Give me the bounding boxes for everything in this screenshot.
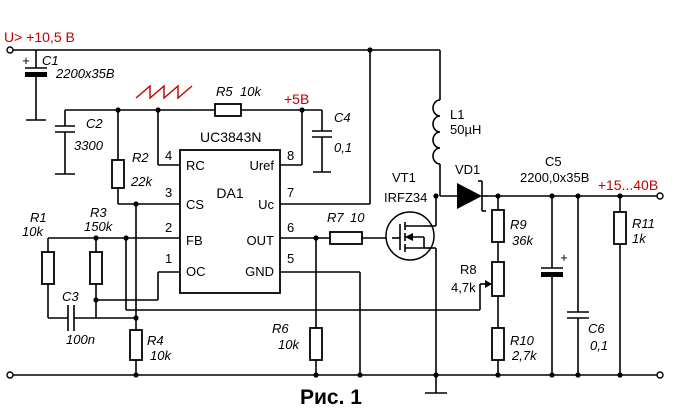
c1-value-label: 2200x35B	[55, 66, 115, 81]
c5-value-label: 2200,0x35B	[520, 170, 589, 185]
r1-value-label: 10k	[22, 224, 44, 239]
r4-value-label: 10k	[150, 348, 172, 363]
r2-ref-label: R2	[132, 150, 149, 165]
c6-ref-label: C6	[588, 321, 605, 336]
r1-ref-label: R1	[30, 210, 47, 225]
ic-pin-uc-label: Uc	[258, 197, 274, 212]
inductor-l1-icon	[432, 50, 441, 196]
vt1-ref-label: VT1	[392, 170, 416, 185]
r3-value-label: 150k	[84, 219, 114, 234]
r8-value-label: 4,7k	[451, 280, 476, 295]
ic-pin-7-number: 7	[287, 185, 294, 200]
resistor-r1	[41, 238, 55, 318]
c3-value-label: 100n	[66, 332, 95, 347]
capacitor-c1	[25, 50, 47, 121]
capacitor-c2	[55, 109, 118, 175]
resistor-r9	[491, 196, 505, 262]
vt1-type-label: IRFZ34	[384, 190, 427, 205]
c2-ref-label: C2	[86, 116, 103, 131]
r6-ref-label: R6	[272, 321, 289, 336]
c4-ref-label: C4	[334, 110, 351, 125]
sawtooth-waveform-icon	[135, 84, 193, 100]
r11-ref-label: R11	[632, 216, 655, 231]
resistor-r5	[118, 103, 322, 117]
ic-type-label: UC3843N	[200, 129, 261, 145]
ic-pin-1-number: 1	[165, 251, 172, 266]
ic-pin-uref-label: Uref	[249, 158, 274, 173]
ic-pin-5-number: 5	[287, 251, 294, 266]
ic-pin-cs-label: CS	[186, 197, 204, 212]
ic-pin-2-number: 2	[165, 220, 172, 235]
l1-value-label: 50µH	[450, 122, 481, 137]
capacitor-c5	[541, 196, 563, 375]
ic-pin-oc-label: OC	[186, 264, 206, 279]
r7-value-label: 10	[350, 210, 365, 225]
r6-value-label: 10k	[278, 337, 300, 352]
potentiometer-r8	[480, 261, 505, 328]
r5-value-label: 10k	[240, 84, 262, 99]
output-voltage-label: +15...40В	[598, 177, 658, 193]
diode-vd1-icon	[457, 180, 488, 212]
r5-ref-label: R5	[216, 84, 233, 99]
resistor-r2	[111, 110, 180, 205]
c1-plus-sign: +	[22, 53, 30, 68]
resistor-r4	[129, 204, 143, 375]
r10-ref-label: R10	[510, 333, 535, 348]
ic-pin-3-number: 3	[165, 185, 172, 200]
ic-pin-gnd-label: GND	[245, 264, 274, 279]
ic-pin-8-number: 8	[287, 148, 294, 163]
vd1-ref-label: VD1	[455, 162, 480, 177]
r3-ref-label: R3	[90, 205, 107, 220]
input-voltage-label: U> +10,5 В	[4, 29, 75, 45]
capacitor-c3	[48, 305, 96, 331]
mosfet-vt1-icon	[385, 211, 436, 261]
capacitor-c4	[312, 110, 332, 173]
ic-ref-label: DA1	[216, 185, 243, 201]
l1-ref-label: L1	[450, 107, 464, 122]
resistor-r6	[309, 238, 323, 375]
r2-value-label: 22k	[130, 174, 153, 189]
c2-value-label: 3300	[74, 138, 104, 153]
c5-ref-label: C5	[545, 154, 562, 169]
ref-5v-label: +5В	[284, 91, 309, 107]
ic-pin-6-number: 6	[287, 220, 294, 235]
ground-rail	[6, 371, 664, 379]
c3-ref-label: C3	[62, 289, 79, 304]
r10-value-label: 2,7k	[511, 348, 538, 363]
resistor-r11	[613, 196, 627, 375]
ic-pin-4-number: 4	[165, 148, 172, 163]
r9-value-label: 36k	[512, 233, 534, 248]
r8-ref-label: R8	[460, 262, 477, 277]
ic-da1-body	[179, 149, 281, 294]
r11-value-label: 1k	[632, 231, 647, 246]
c4-value-label: 0,1	[334, 140, 352, 155]
capacitor-c6	[567, 196, 589, 375]
resistor-r7	[329, 231, 392, 245]
r4-ref-label: R4	[147, 333, 164, 348]
c6-value-label: 0,1	[590, 338, 608, 353]
c1-ref-label: C1	[42, 53, 59, 68]
positive-input-rail	[6, 46, 440, 54]
resistor-r10	[491, 327, 505, 375]
figure-caption: Рис. 1	[300, 386, 362, 409]
ic-pin-out-label: OUT	[247, 233, 275, 248]
output-rail	[440, 192, 664, 200]
resistor-r3	[89, 238, 103, 300]
ic-pin-fb-label: FB	[186, 233, 203, 248]
r9-ref-label: R9	[510, 217, 527, 232]
ic-pin-rc-label: RC	[186, 158, 205, 173]
r7-ref-label: R7	[327, 210, 344, 225]
ground-symbol	[425, 375, 447, 394]
c5-plus-sign: +	[560, 250, 568, 265]
